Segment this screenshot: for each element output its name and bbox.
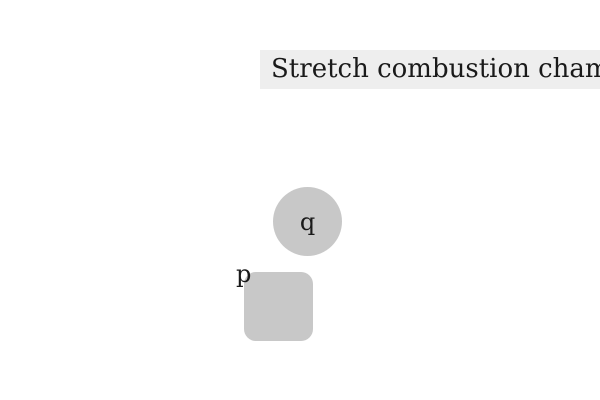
square-shape-p[interactable]	[244, 272, 313, 341]
instruction-banner: Stretch combustion cham	[260, 50, 600, 89]
circle-shape-q[interactable]: q	[273, 187, 342, 256]
square-label: p	[236, 260, 252, 288]
circle-label: q	[299, 207, 316, 236]
instruction-text: Stretch combustion cham	[271, 54, 600, 84]
